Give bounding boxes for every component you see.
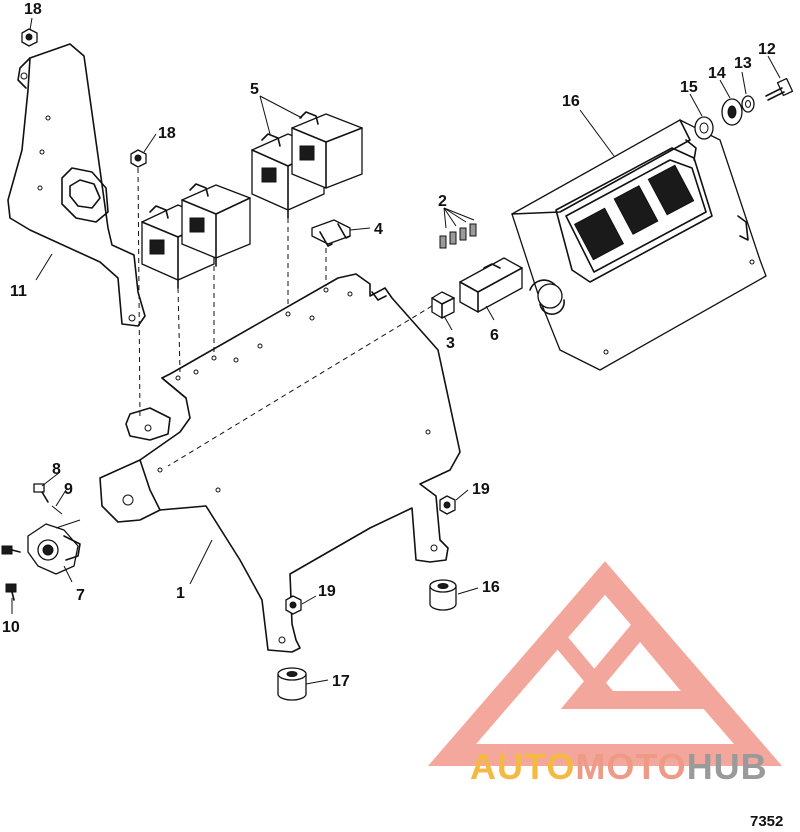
- watermark-hub: HUB: [686, 746, 768, 787]
- watermark-auto: AUTO: [470, 746, 576, 787]
- callout-10: 10: [2, 619, 20, 636]
- callout-labels: 18 18 5 4 2 3 6 16 15 14 13 12 11 1 8 9 …: [2, 1, 776, 690]
- part-connector-3: [431, 291, 455, 319]
- part-relay-group-5-right: [251, 111, 363, 219]
- part-screw-10-upper: [1, 545, 21, 555]
- watermark-moto: MOTO: [575, 746, 687, 787]
- callout-5: 5: [250, 81, 259, 98]
- callout-9: 9: [64, 481, 73, 498]
- callout-18-mid: 18: [158, 125, 176, 142]
- part-grommet-15: [694, 116, 714, 140]
- part-bracket-11: [7, 43, 146, 327]
- part-nut-19-bottom: [285, 595, 302, 615]
- part-connector-block-6: [459, 257, 523, 313]
- callout-leaders: [11, 17, 781, 685]
- callout-18-top: 18: [24, 1, 42, 18]
- part-washer-13: [741, 95, 755, 113]
- part-pin-9: [51, 505, 63, 515]
- callout-4: 4: [374, 221, 383, 238]
- callout-11: 11: [10, 283, 27, 300]
- callout-12: 12: [758, 41, 776, 58]
- callout-2: 2: [438, 193, 447, 210]
- callout-19-right: 19: [472, 481, 490, 498]
- callout-13: 13: [734, 55, 752, 72]
- callout-17: 16: [562, 93, 580, 110]
- part-screw-8: [33, 483, 49, 503]
- part-fuses-2: [439, 223, 477, 249]
- part-nut-18-top: [21, 28, 38, 47]
- part-bushing-14: [721, 98, 743, 126]
- part-ecm-module-17: [511, 119, 767, 371]
- part-sensor-7: [27, 519, 81, 575]
- part-spacer-16-right: [429, 579, 457, 611]
- figure-number: 7352: [750, 813, 783, 830]
- callout-6: 6: [490, 327, 499, 344]
- part-spacer-16-bottom: [277, 667, 307, 701]
- part-mounting-plate-1: [99, 273, 461, 653]
- part-relay-group-5-left: [141, 183, 251, 289]
- callout-15: 15: [680, 79, 698, 96]
- callout-7: 7: [76, 587, 85, 604]
- alignment-lines: [137, 167, 433, 467]
- part-fuse-holder-4: [311, 219, 351, 247]
- watermark-text: AUTOMOTOHUB: [470, 746, 768, 788]
- part-nut-19-right: [439, 495, 456, 515]
- callout-3: 3: [446, 335, 455, 352]
- callout-8: 8: [52, 461, 61, 478]
- callout-19-bottom: 19: [318, 583, 336, 600]
- part-bolt-12: [765, 77, 794, 101]
- callout-1: 1: [176, 585, 185, 602]
- callout-16-bottom: 17: [332, 673, 350, 690]
- callout-14: 14: [708, 65, 726, 82]
- part-screw-10-lower: [5, 583, 17, 601]
- watermark-logo-icon: [427, 561, 783, 766]
- part-nut-18-mid: [130, 149, 147, 168]
- callout-16-right: 16: [482, 579, 500, 596]
